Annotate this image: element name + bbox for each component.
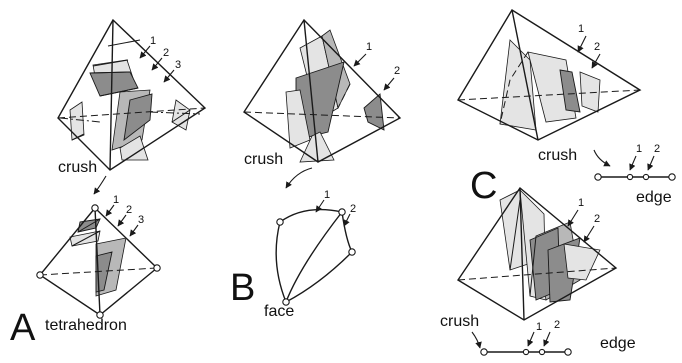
marker-arrow xyxy=(583,225,595,243)
panel-c-bottom-markers: 1 2 xyxy=(629,143,660,171)
vertex-node xyxy=(538,348,546,356)
marker-arrow xyxy=(577,35,587,53)
panel-c-edge-graph xyxy=(594,173,676,181)
vertex-node xyxy=(480,348,488,356)
marker-label: 3 xyxy=(175,59,181,71)
marker-arrow xyxy=(383,77,395,91)
panel-d-edge-graph xyxy=(480,348,572,356)
panel-b-top-markers: 1 2 xyxy=(353,41,400,91)
panel-b-caption: face xyxy=(264,303,294,320)
marker-label: 2 xyxy=(126,204,132,216)
vertex-node xyxy=(642,173,650,181)
marker-arrow xyxy=(139,45,151,59)
vertex-node xyxy=(522,348,530,356)
vertex-node xyxy=(36,271,44,279)
marker-label: 2 xyxy=(163,47,169,59)
marker-arrow xyxy=(647,155,655,171)
panel-d: 1 2 crush 1 2 edge xyxy=(440,186,636,356)
panel-b-letter: B xyxy=(230,267,255,309)
panel-a-caption: tetrahedron xyxy=(45,317,127,334)
panel-a-crush-arrow xyxy=(93,175,107,195)
marker-label: 1 xyxy=(150,35,156,47)
panel-d-bottom-markers: 1 2 xyxy=(527,319,560,347)
vertex-node xyxy=(594,173,602,181)
panel-b-bottom-markers: 1 2 xyxy=(315,189,356,227)
panel-c-caption: edge xyxy=(636,189,672,206)
marker-label: 1 xyxy=(324,189,330,201)
panel-d-crush-label: crush xyxy=(440,313,479,330)
marker-label: 2 xyxy=(394,65,400,77)
vertex-node xyxy=(668,173,676,181)
marker-arrow xyxy=(117,214,127,227)
panel-a-letter: A xyxy=(10,307,36,349)
marker-label: 2 xyxy=(594,213,600,225)
marker-arrow xyxy=(591,53,601,69)
panel-b-crush-arrow xyxy=(285,167,313,189)
marker-arrow xyxy=(543,331,551,347)
marker-label: 2 xyxy=(350,203,356,215)
vertex-node xyxy=(91,204,99,212)
marker-label: 2 xyxy=(594,41,600,53)
vertex-node xyxy=(96,311,104,319)
panel-c-top-markers: 1 2 xyxy=(577,23,601,69)
marker-arrow xyxy=(353,53,367,67)
marker-label: 1 xyxy=(636,143,642,155)
marker-arrow xyxy=(315,199,325,213)
panel-a-crush-label: crush xyxy=(58,159,97,176)
panel-c-letter: C xyxy=(470,165,497,207)
marker-arrow xyxy=(151,57,163,71)
panel-b-tetrahedron xyxy=(243,18,402,163)
marker-arrow xyxy=(163,69,175,83)
vertex-node xyxy=(338,208,346,216)
vertex-node xyxy=(626,173,634,181)
panel-b: 1 2 crush 1 2 B face xyxy=(230,18,402,320)
panel-b-face-graph xyxy=(275,208,356,306)
panel-c-crush-label: crush xyxy=(538,147,577,164)
panel-a-tetrahedron-top xyxy=(57,18,207,171)
marker-label: 1 xyxy=(578,197,584,209)
marker-label: 1 xyxy=(578,23,584,35)
panel-a: 1 2 3 crush 1 2 3 xyxy=(10,18,207,349)
marker-arrow xyxy=(105,204,115,217)
vertex-node xyxy=(276,218,284,226)
marker-arrow xyxy=(129,224,139,237)
marker-label: 3 xyxy=(138,214,144,226)
panel-a-bottom-markers: 1 2 3 xyxy=(105,194,144,237)
marker-label: 2 xyxy=(654,143,660,155)
vertex-node xyxy=(564,348,572,356)
panel-c-crush-arrow xyxy=(593,149,611,167)
vertex-node xyxy=(348,248,356,256)
panel-a-top-markers: 1 2 3 xyxy=(139,35,181,83)
panel-c-tetrahedron xyxy=(457,9,642,141)
vertex-node xyxy=(153,264,161,272)
panel-c: 1 2 crush 1 2 C edge xyxy=(457,9,676,207)
marker-arrow xyxy=(567,209,579,227)
marker-label: 1 xyxy=(536,321,542,333)
panel-d-crush-arrow xyxy=(471,331,482,349)
panel-a-tetrahedron-bottom xyxy=(36,204,161,319)
marker-label: 1 xyxy=(366,41,372,53)
marker-arrow xyxy=(629,155,637,171)
panel-d-tetrahedron xyxy=(457,186,618,321)
panel-d-top-markers: 1 2 xyxy=(567,197,600,243)
vertex-node xyxy=(282,298,290,306)
marker-arrow xyxy=(527,331,535,347)
panel-b-crush-label: crush xyxy=(244,151,283,168)
panel-d-caption: edge xyxy=(600,335,636,352)
marker-arrow xyxy=(343,213,351,227)
marker-label: 2 xyxy=(554,319,560,331)
marker-label: 1 xyxy=(113,194,119,206)
